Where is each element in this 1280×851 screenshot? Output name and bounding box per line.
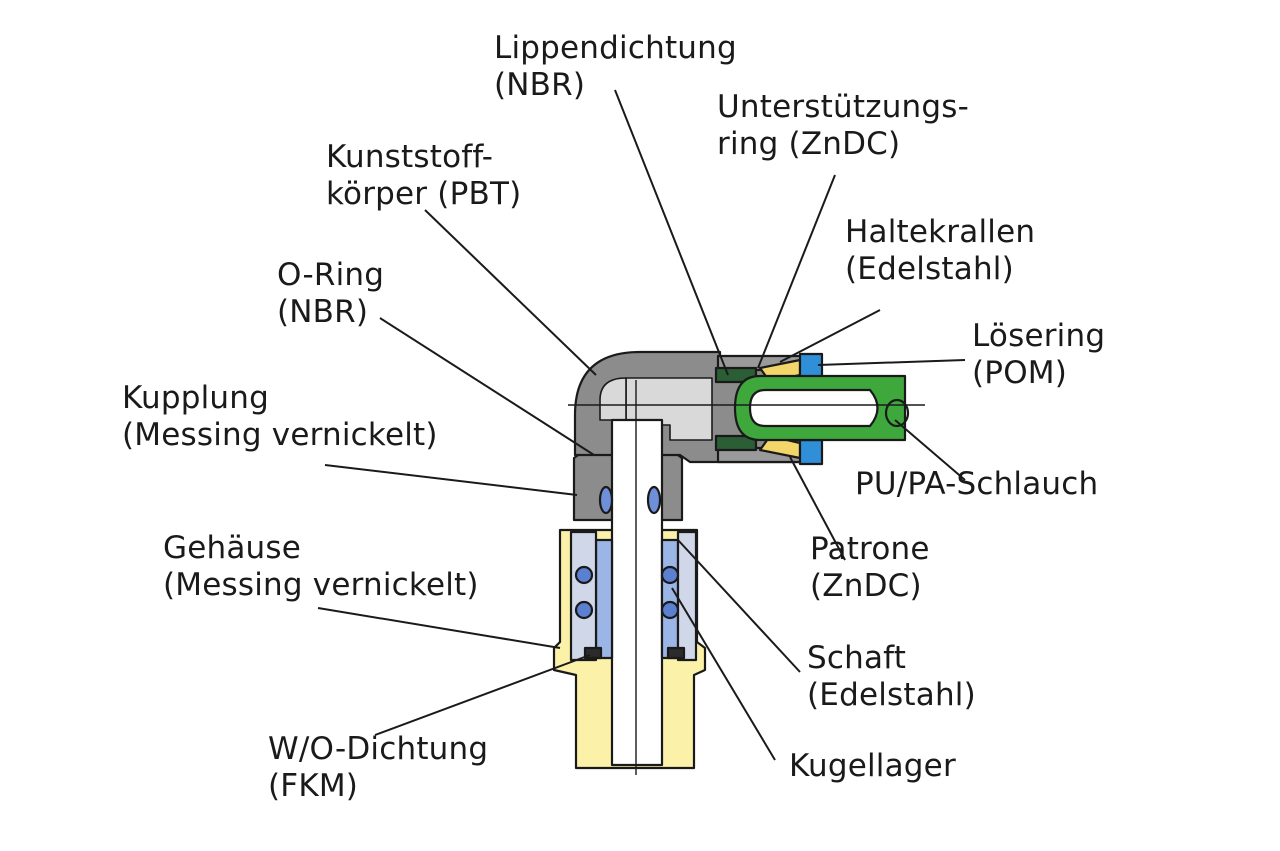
leader-schlauch bbox=[894, 419, 966, 481]
label-kugellager: Kugellager bbox=[789, 748, 956, 784]
o-ring-seal bbox=[598, 485, 614, 515]
label-schaft: Schaft (Edelstahl) bbox=[807, 640, 976, 713]
ball-bearing bbox=[574, 600, 594, 620]
label-kupplung: Kupplung (Messing vernickelt) bbox=[122, 380, 438, 453]
label-wo-dichtung: W/O-Dichtung (FKM) bbox=[268, 731, 489, 804]
label-o-ring: O-Ring (NBR) bbox=[277, 257, 385, 330]
tube-end bbox=[884, 398, 910, 428]
wo-seal bbox=[666, 646, 686, 660]
label-gehaeuse: Gehäuse (Messing vernickelt) bbox=[163, 530, 479, 603]
label-haltekrallen: Haltekrallen (Edelstahl) bbox=[845, 214, 1036, 287]
leader-kunststoffkoerper bbox=[424, 209, 597, 376]
label-unterstuetzungsring: Unterstützungs- ring (ZnDC) bbox=[717, 89, 969, 162]
ball-bearing bbox=[660, 600, 680, 620]
bearing-race-left bbox=[569, 530, 598, 662]
ball-bearing bbox=[660, 565, 680, 585]
label-lippendichtung: Lippendichtung (NBR) bbox=[494, 30, 737, 103]
release-ring-top bbox=[798, 352, 824, 380]
label-schlauch: PU/PA-Schlauch bbox=[855, 466, 1099, 502]
shaft-tube bbox=[610, 418, 664, 767]
bearing-race-right bbox=[676, 530, 698, 662]
leader-haltekrallen bbox=[779, 309, 881, 363]
leader-patrone bbox=[789, 456, 846, 561]
label-kunststoffkoerper: Kunststoff- körper (PBT) bbox=[326, 139, 522, 212]
wo-seal bbox=[583, 646, 603, 660]
o-ring-seal bbox=[646, 485, 662, 515]
leader-kugellager bbox=[671, 587, 776, 761]
ball-bearing bbox=[574, 565, 594, 585]
leader-gehaeuse bbox=[317, 607, 561, 649]
release-ring-bottom bbox=[798, 438, 824, 466]
lip-seal-bottom bbox=[714, 434, 758, 452]
bore-vertical bbox=[599, 377, 627, 421]
bearing-sleeve-left bbox=[594, 538, 614, 660]
leader-schaft bbox=[677, 539, 801, 673]
leader-loesering bbox=[817, 359, 966, 366]
label-patrone: Patrone (ZnDC) bbox=[810, 531, 930, 604]
label-loesering: Lösering (POM) bbox=[972, 318, 1106, 391]
bearing-sleeve-right bbox=[660, 538, 680, 660]
leader-lippendichtung bbox=[614, 89, 729, 376]
leader-unterstuetzungsring bbox=[757, 174, 836, 369]
tube-bore bbox=[748, 388, 879, 428]
leader-o-ring bbox=[379, 317, 595, 456]
leader-wo-dichtung bbox=[374, 654, 591, 736]
leader-kupplung bbox=[324, 464, 578, 496]
